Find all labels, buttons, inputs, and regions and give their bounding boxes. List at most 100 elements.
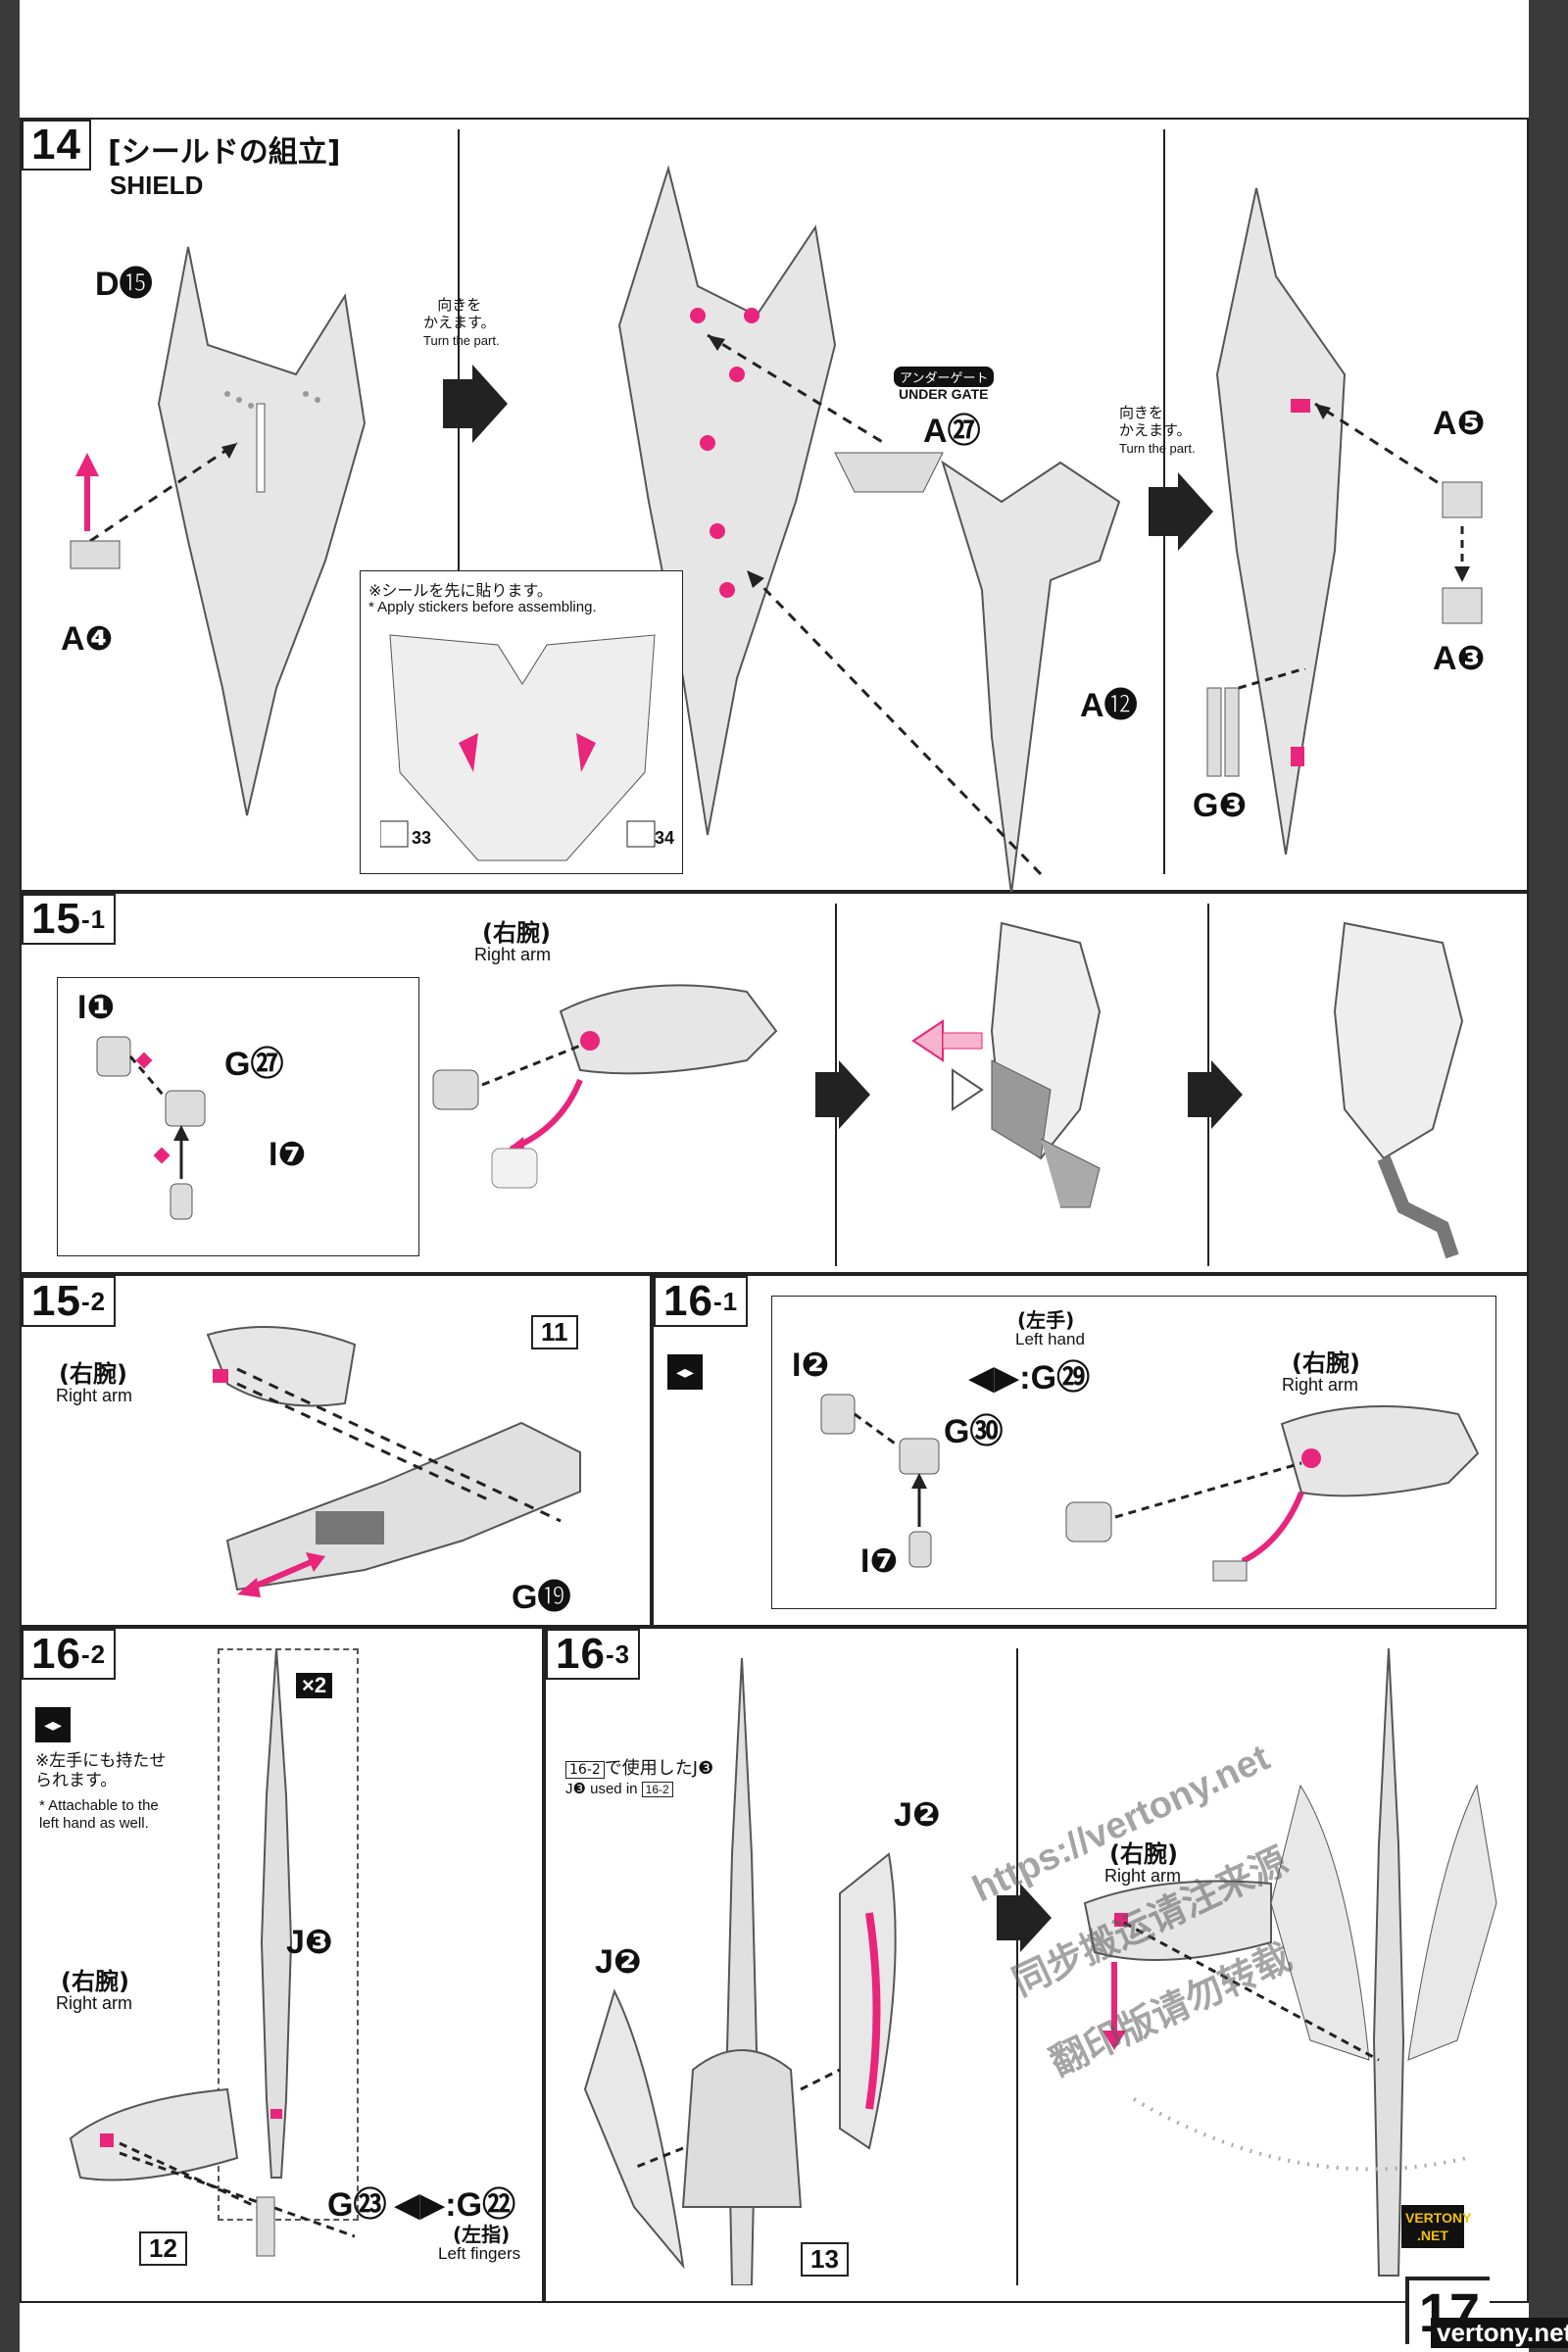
part-label-g3: G❸ <box>1193 787 1248 824</box>
cover-arrow <box>707 333 944 493</box>
turn-note-jp: 向きを かえます。 <box>423 296 496 331</box>
part-label-g23: G㉓ <box>327 2186 387 2224</box>
turn-arrow-2 <box>1149 472 1213 551</box>
left-border <box>0 0 20 2352</box>
step16-2-panel: 16-2 ◂▸ ※左手にも持たせ られます。 * Attachable to t… <box>20 1627 544 2303</box>
right-arm-jp: (右腕) <box>1109 1840 1178 1868</box>
vertony-logo: VERTONY .NET <box>1401 2205 1471 2248</box>
step-title-jp: [シールドの組立] <box>108 135 341 170</box>
spear-box <box>218 1648 359 2221</box>
wing-assembly <box>583 1658 897 2285</box>
footer-url: vertony.net <box>1431 2318 1568 2348</box>
rifle-assembly <box>206 1326 581 1597</box>
step-number: 16-2 <box>22 1629 117 1680</box>
alternate-icon: ◂▸ <box>667 1354 703 1390</box>
spear-j3 <box>260 1648 293 2179</box>
part-label-i1: I❶ <box>77 989 116 1026</box>
hand-assembly-inset: I❶ G㉗ I❼ <box>57 977 419 1256</box>
hand-spear-attach <box>69 2087 355 2257</box>
part-box-12: 12 <box>139 2231 187 2266</box>
part-label-a27: A㉗ <box>923 413 981 450</box>
step15-1-panel: 15-1 I❶ G㉗ I❼ (右腕) Right arm <box>20 892 1529 1274</box>
arm-hand-swap <box>911 921 1102 1208</box>
left-hand-jp: (左手) <box>1017 1308 1075 1332</box>
part-label-g30: G㉚ <box>944 1413 1004 1450</box>
right-arm-jp: (右腕) <box>482 919 551 947</box>
sticker-33: 33 <box>412 828 432 848</box>
step-title-en: SHIELD <box>110 171 204 200</box>
right-arm-en: Right arm <box>1282 1375 1359 1395</box>
step16-1-panel: 16-1 ◂▸ (左手) Left hand I❷ ◀▶:G㉙ G㉚ I❼ (右… <box>652 1274 1529 1627</box>
step14-panel: 14 [シールドの組立] SHIELD D⓯ A❹ 向きを かえます。 Turn… <box>20 118 1529 895</box>
left-fingers-jp: (左指) <box>453 2223 511 2246</box>
under-gate-jp: アンダーゲート <box>894 367 995 387</box>
under-gate-en: UNDER GATE <box>899 386 989 402</box>
alternate-icon: ◂▸ <box>35 1707 71 1742</box>
insert-arrow <box>70 441 238 569</box>
used-note-en: J❸ used in 16-2 <box>565 1780 673 1797</box>
front-arrow <box>745 568 1043 876</box>
step-number: 14 <box>22 120 91 171</box>
step-number: 16-3 <box>546 1629 641 1680</box>
hand-parts <box>96 1036 206 1220</box>
step15-2-panel: 15-2 (右腕) Right arm 11 G⓳ <box>20 1274 652 1627</box>
divider <box>1016 1648 1018 2285</box>
part-label-j2-left: J❷ <box>595 1943 642 1981</box>
note-jp: ※左手にも持たせ られます。 <box>35 1751 167 1790</box>
part-label-i2: I❷ <box>792 1347 830 1384</box>
step-number: 15-1 <box>22 894 117 945</box>
shield-assembly <box>617 165 837 836</box>
part-label-i7: I❼ <box>860 1543 899 1580</box>
right-arm-en: Right arm <box>56 1386 133 1405</box>
turn-note-en: Turn the part. <box>423 333 500 348</box>
divider <box>458 129 460 874</box>
part-label-a3: A❸ <box>1433 640 1486 677</box>
part-label-j3: J❸ <box>286 1924 333 1961</box>
part-label-g19: G⓳ <box>512 1579 571 1616</box>
part-label-a4: A❹ <box>61 620 114 658</box>
sticker-diagram <box>380 634 656 861</box>
armed-arm <box>1083 1648 1497 2277</box>
turn-note-en-2: Turn the part. <box>1119 441 1196 456</box>
next-arrow-2 <box>1188 1060 1243 1129</box>
arm-completed <box>1333 921 1464 1259</box>
hand-inset: (左手) Left hand I❷ ◀▶:G㉙ G㉚ I❼ (右腕) Right… <box>771 1296 1496 1609</box>
part-label-g27: G㉗ <box>224 1046 284 1083</box>
right-arm-hand-attach <box>432 984 778 1189</box>
left-hand-en: Left hand <box>1015 1330 1085 1348</box>
right-arm-en: Right arm <box>474 945 552 964</box>
part-label-a5: A❺ <box>1433 405 1486 442</box>
part-label-i7: I❼ <box>269 1136 307 1173</box>
shield-side <box>1215 187 1347 856</box>
right-arm-jp: (右腕) <box>1292 1349 1360 1377</box>
right-arm-jp: (右腕) <box>61 1968 129 1995</box>
part-box-11: 11 <box>531 1315 578 1349</box>
turn-arrow <box>443 365 508 443</box>
part-box-13: 13 <box>801 2242 849 2277</box>
hand-parts-16 <box>820 1394 940 1568</box>
shield-front-a12 <box>941 460 1121 895</box>
next-arrow <box>997 1884 1052 1952</box>
right-arm-en: Right arm <box>56 1993 133 2013</box>
g3-part <box>1206 668 1306 777</box>
part-label-d15: D⓯ <box>95 266 153 303</box>
step-number: 15-2 <box>22 1276 117 1327</box>
a5-a3-parts <box>1314 402 1483 624</box>
part-label-g29: ◀▶:G㉙ <box>968 1359 1091 1396</box>
shield-half-d15 <box>157 246 367 816</box>
sticker-note-jp: ※シールを先に貼ります。 <box>368 581 553 600</box>
next-arrow <box>815 1060 870 1129</box>
sticker-34: 34 <box>655 828 675 848</box>
times-2: ×2 <box>296 1673 333 1698</box>
part-label-j2-right: J❷ <box>894 1796 941 1834</box>
sticker-note-en: * Apply stickers before assembling. <box>368 599 597 615</box>
right-arm-16 <box>1065 1405 1480 1582</box>
right-arm-jp: (右腕) <box>59 1360 127 1388</box>
right-arm-en: Right arm <box>1104 1866 1182 1886</box>
step-number: 16-1 <box>654 1276 749 1327</box>
sticker-inset: ※シールを先に貼ります。 * Apply stickers before ass… <box>360 570 683 874</box>
part-label-a12: A⓬ <box>1080 687 1138 724</box>
